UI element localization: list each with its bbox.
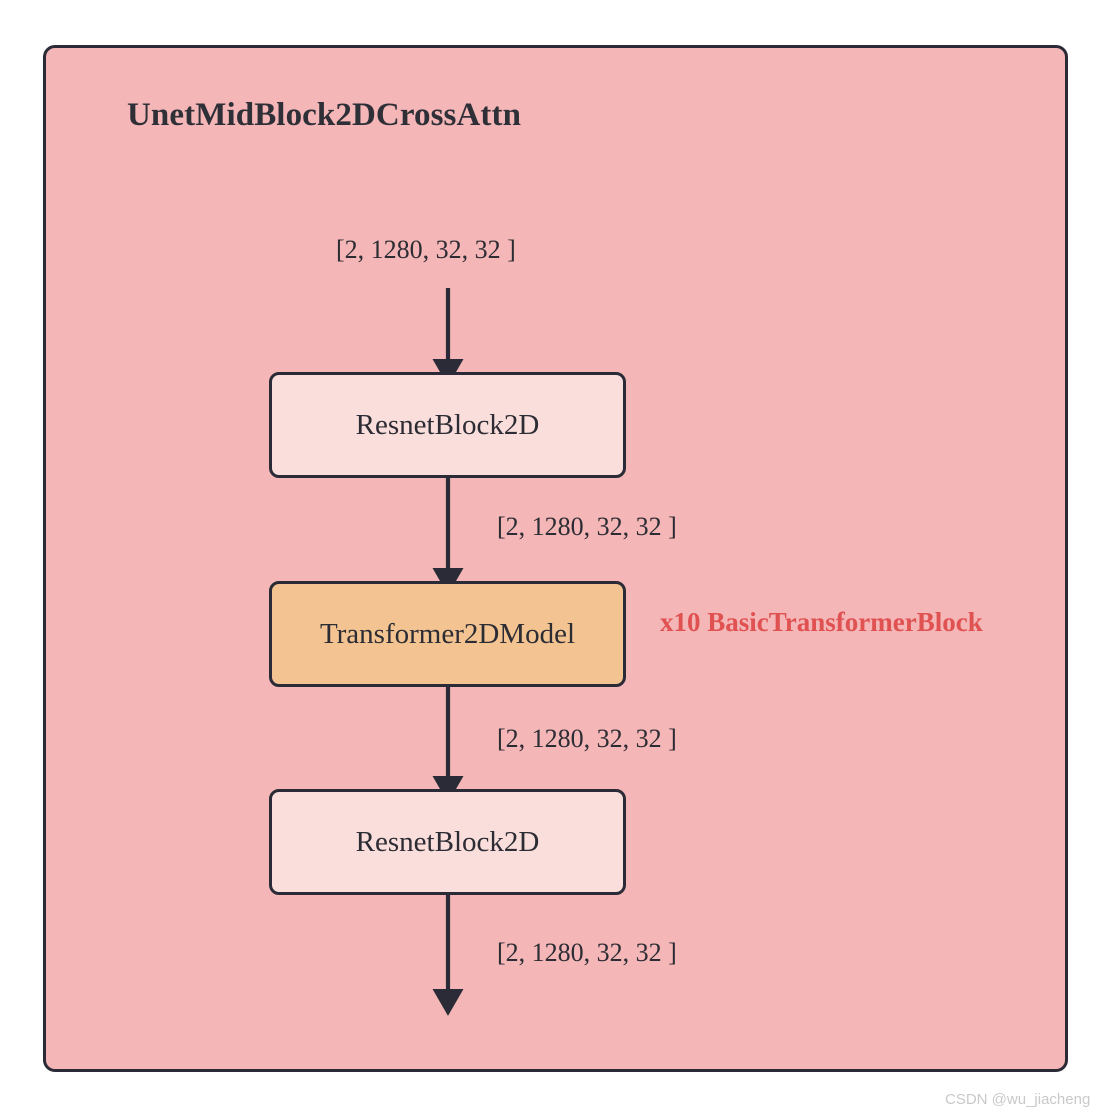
watermark: CSDN @wu_jiacheng [945, 1091, 1091, 1108]
edge-label-output-shape: [2, 1280, 32, 32 ] [497, 938, 677, 967]
node-resnet-block-2d-first[interactable]: ResnetBlock2D [269, 372, 626, 478]
node-resnet-block-2d-second[interactable]: ResnetBlock2D [269, 789, 626, 895]
annotation-basic-transformer-block-repeat: x10 BasicTransformerBlock [660, 607, 983, 637]
edge-label-resnet1-output-shape: [2, 1280, 32, 32 ] [497, 512, 677, 541]
node-label: Transformer2DModel [319, 617, 576, 650]
edge-label-transformer-output-shape: [2, 1280, 32, 32 ] [497, 724, 677, 753]
container-title: UnetMidBlock2DCrossAttn [127, 97, 522, 133]
edge-label-input-shape: [2, 1280, 32, 32 ] [336, 235, 516, 264]
unet-mid-block-container [43, 45, 1068, 1072]
node-label: ResnetBlock2D [355, 408, 540, 441]
node-transformer-2d-model[interactable]: Transformer2DModel [269, 581, 626, 687]
node-label: ResnetBlock2D [355, 825, 540, 858]
